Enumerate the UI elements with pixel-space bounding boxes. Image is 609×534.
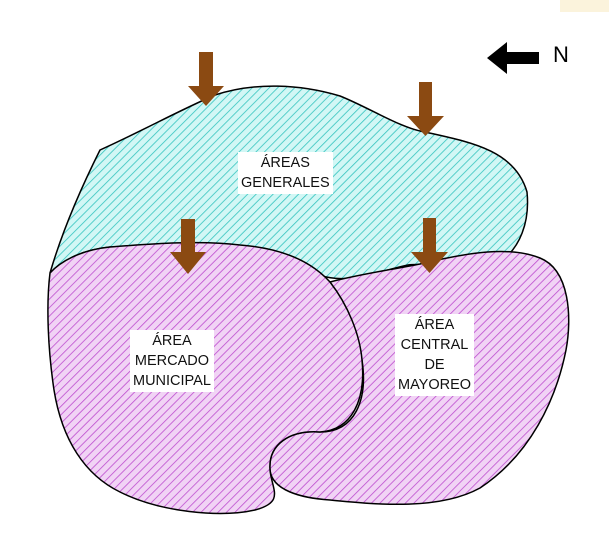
arrow-down-icon — [170, 219, 206, 274]
wholesale-area-label: ÁREA CENTRAL DE MAYOREO — [395, 314, 475, 396]
market-area-label: ÁREA MERCADO MUNICIPAL — [130, 330, 214, 392]
general-areas-label: ÁREAS GENERALES — [238, 152, 333, 194]
background-tint — [560, 0, 609, 12]
label-line: MAYOREO — [398, 377, 472, 393]
label-line: MERCADO — [134, 353, 209, 369]
label-line: GENERALES — [241, 175, 330, 191]
label-line: ÁREA — [414, 317, 455, 333]
label-line: MUNICIPAL — [133, 373, 211, 389]
arrow-down-icon — [407, 82, 444, 136]
north-label: N — [553, 42, 569, 67]
label-line: CENTRAL — [400, 337, 469, 353]
label-line: ÁREA — [152, 333, 192, 349]
arrow-down-icon — [188, 52, 224, 106]
arrow-down-icon — [411, 218, 448, 273]
label-line: ÁREAS — [260, 155, 310, 171]
label-line: DE — [424, 357, 445, 373]
arrow-left-icon — [487, 42, 539, 74]
